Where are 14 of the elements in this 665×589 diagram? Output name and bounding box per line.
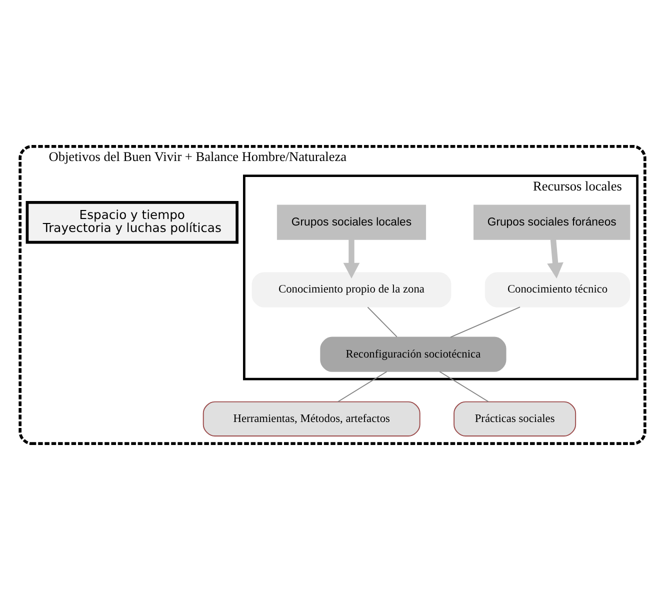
node-box: Grupos sociales locales xyxy=(276,204,426,240)
node-box: Espacio y tiempo Trayectoria y luchas políticas xyxy=(26,200,238,244)
node-box: Conocimiento técnico xyxy=(484,272,630,307)
connector xyxy=(367,306,398,337)
connector xyxy=(439,370,489,402)
arrow xyxy=(343,239,360,278)
node-box: Herramientas, Métodos, artefactos xyxy=(202,400,420,436)
connector xyxy=(450,306,520,338)
arrow xyxy=(547,238,564,278)
connector xyxy=(337,370,388,402)
node-box: Conocimiento propio de la zona xyxy=(252,272,452,307)
node-box: Reconfiguración sociotécnica xyxy=(320,336,506,372)
node-box: Grupos sociales foráneos xyxy=(474,204,630,240)
node-box: Prácticas sociales xyxy=(454,400,576,436)
